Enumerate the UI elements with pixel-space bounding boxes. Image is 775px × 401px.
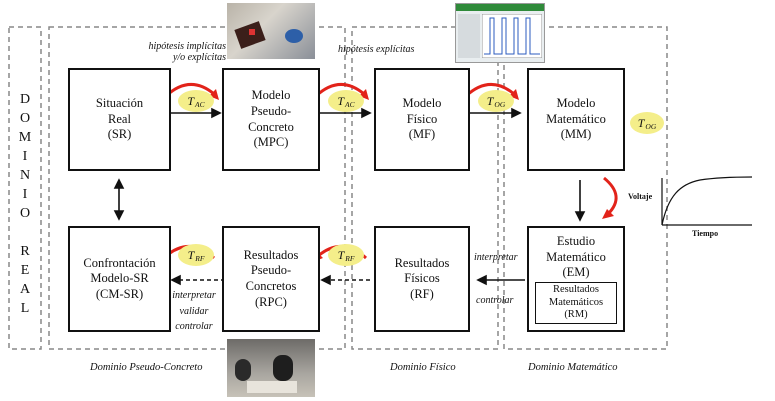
badge-subscript: RF	[195, 253, 205, 263]
implicit-hypotheses-note: hipótesis implícitas y/o explícitas	[148, 41, 227, 63]
badge-subscript: AC	[345, 99, 355, 109]
letter: O	[19, 206, 31, 221]
graph-ylabel: Voltaje	[628, 192, 653, 201]
box-pseudo-concrete-model: Modelo Pseudo- Concreto (MPC)	[222, 68, 320, 171]
box-mathematical-results: Resultados Matemáticos (RM)	[535, 282, 617, 324]
badge-symbol: T	[187, 247, 195, 262]
badge-symbol: T	[486, 93, 494, 108]
frame-mathematical-domain	[503, 26, 668, 350]
letter: R	[20, 244, 30, 259]
frame-physical-domain	[351, 26, 499, 350]
mini-graph	[661, 176, 753, 226]
box-real-situation: Situación Real (SR)	[68, 68, 171, 171]
badge-subscript: OG	[494, 99, 506, 109]
caption-mathematical-domain: Dominio Matemático	[528, 362, 618, 373]
explicit-hypotheses-note: hipótesis explícitas	[338, 44, 415, 55]
badge-subscript: RF	[345, 253, 355, 263]
badge-subscript: AC	[195, 99, 205, 109]
letter: M	[18, 130, 32, 145]
box-pseudo-concrete-results: Resultados Pseudo- Concretos (RPC)	[222, 226, 320, 332]
letter: N	[19, 168, 31, 183]
badge-symbol: T	[337, 247, 345, 262]
letter: I	[22, 187, 28, 202]
badge-symbol: T	[637, 115, 645, 130]
control-note: controlar	[476, 295, 514, 306]
interpret-note: interpretar	[474, 252, 518, 263]
letter: I	[22, 149, 28, 164]
box-physical-model: Modelo Físico (MF)	[374, 68, 470, 171]
frame-pseudo-concrete-domain	[48, 26, 346, 350]
badge-subscript: OG	[645, 121, 657, 131]
letter: L	[20, 301, 30, 316]
box-mathematical-model: Modelo Matemático (MM)	[527, 68, 625, 171]
interpret-validate-note: interpretar validar controlar	[172, 290, 216, 332]
photo-lab-setup	[227, 3, 315, 59]
letter: O	[19, 111, 31, 126]
frame-real-domain	[8, 26, 42, 350]
letter: D	[19, 92, 31, 107]
photo-students-working	[227, 339, 315, 397]
box-model-confrontation: Confrontación Modelo-SR (CM-SR)	[68, 226, 171, 332]
badge-symbol: T	[187, 93, 195, 108]
caption-pseudo-concrete-domain: Dominio Pseudo-Concreto	[90, 362, 203, 373]
letter: E	[20, 263, 30, 278]
letter: A	[19, 282, 31, 297]
photo-oscilloscope-screen	[455, 3, 545, 63]
caption-physical-domain: Dominio Físico	[390, 362, 456, 373]
graph-xlabel: Tiempo	[692, 229, 719, 238]
badge-symbol: T	[337, 93, 345, 108]
box-mathematical-study-label: Estudio Matemático (EM)	[546, 234, 606, 280]
box-physical-results: Resultados Físicos (RF)	[374, 226, 470, 332]
